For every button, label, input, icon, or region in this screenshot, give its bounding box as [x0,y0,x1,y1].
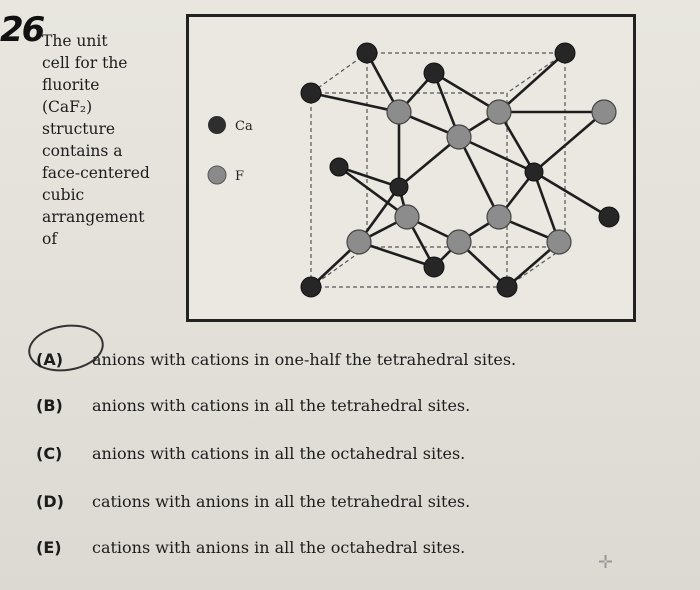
f-atom [591,99,617,125]
ca-atom [423,62,445,84]
ca-atom [524,162,544,182]
legend-f-marker [207,165,227,185]
choice-text: cations with anions in all the octahedra… [92,538,466,557]
f-atom [346,229,372,255]
ca-atom [598,206,620,228]
choice-text: cations with anions in all the tetrahedr… [92,492,471,511]
stem-line: fluorite [42,76,100,94]
f-atom [486,99,512,125]
stem-line: cell for the [42,54,128,72]
ca-atom [329,157,349,177]
plus-icon: ✛ [598,552,614,573]
f-atom [386,99,412,125]
choice-letter: (A) [36,350,64,369]
stem-line: contains a [42,142,123,160]
ca-atom [300,82,322,104]
choice-letter: (E) [36,538,62,557]
choice-e[interactable]: (E) cations with anions in all the octah… [36,538,465,557]
legend-ca-marker [208,116,226,134]
stem-line: The unit [42,32,108,50]
question-number: 26 [0,10,45,50]
ca-atom [554,42,576,64]
legend-f-label: F [235,169,244,184]
legend-ca-label: Ca [235,119,253,134]
choice-letter: (D) [36,492,64,511]
f-atom [446,124,472,150]
f-atom [394,204,420,230]
ca-atom [300,276,322,298]
stem-line: face-centered [42,164,150,182]
choice-b[interactable]: (B) anions with cations in all the tetra… [36,396,470,415]
stem-line: structure [42,120,116,138]
question-stem: The unit cell for the fluorite (CaF₂) st… [42,30,172,250]
ca-atom [356,42,378,64]
calcium-ions [300,42,620,298]
ca-atom [496,276,518,298]
choice-a[interactable]: (A) anions with cations in one-half the … [36,350,516,369]
stem-line: (CaF₂) [42,98,93,116]
choice-letter: (B) [36,396,63,415]
fluoride-ions [346,99,617,255]
stem-line: arrangement [42,208,145,226]
fluorite-unit-cell-figure: Ca F [186,14,636,322]
ca-atom [423,256,445,278]
choice-letter: (C) [36,444,63,463]
f-atom [446,229,472,255]
f-atom [486,204,512,230]
f-atom [546,229,572,255]
choice-text: anions with cations in all the tetrahedr… [92,396,471,415]
ca-atom [389,177,409,197]
unit-cell-diagram: Ca F [207,42,620,298]
stem-line: of [42,230,58,248]
choice-c[interactable]: (C) anions with cations in all the octah… [36,444,465,463]
choice-text: anions with cations in one-half the tetr… [92,350,517,369]
choice-text: anions with cations in all the octahedra… [92,444,466,463]
choice-d[interactable]: (D) cations with anions in all the tetra… [36,492,470,511]
stem-line: cubic [42,186,85,204]
